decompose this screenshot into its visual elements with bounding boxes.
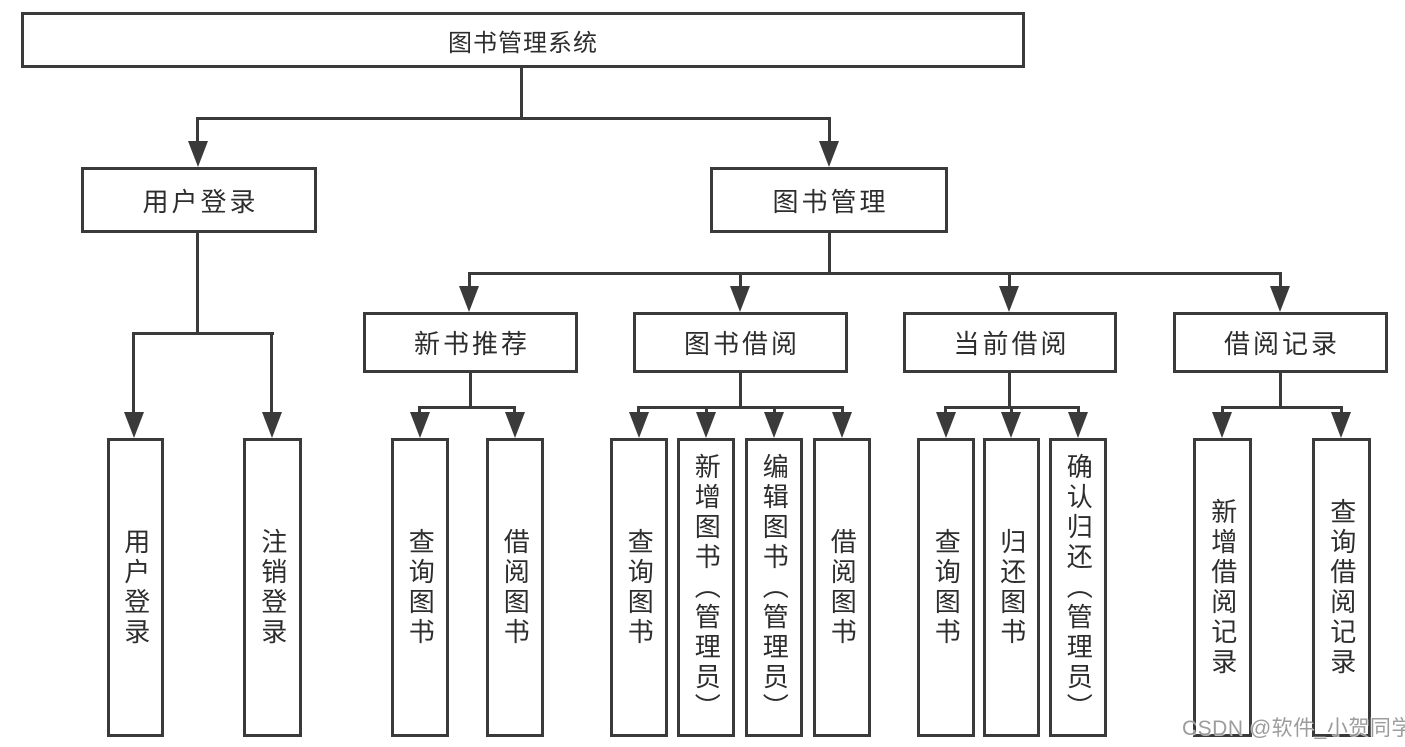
connector-bookborrow-stem	[739, 373, 742, 409]
connector-user-login-drop	[196, 117, 199, 144]
arrowhead-borrow-books-2	[832, 412, 852, 438]
connector-drop	[1077, 406, 1080, 416]
connector-drop	[637, 406, 640, 416]
arrowhead-borrowrecords	[1270, 286, 1290, 312]
arrowhead-currentborrow	[999, 286, 1019, 312]
leaf-query-books-2-label: 查询图书	[624, 527, 655, 648]
connector-drop	[944, 406, 947, 416]
connector-root-stem	[520, 68, 523, 119]
node-borrowing-records-label: 借阅记录	[1223, 329, 1340, 359]
leaf-query-books-3: 查询图书	[917, 438, 975, 737]
leaf-borrow-books-2: 借阅图书	[813, 438, 871, 737]
connector-user-login-stem	[196, 233, 199, 334]
leaf-query-books-2: 查询图书	[610, 438, 668, 737]
arrowhead-bookborrow	[730, 286, 750, 312]
leaf-edit-book-admin: 编辑图书（管理员）	[745, 438, 803, 737]
leaf-logout: 注销登录	[243, 438, 302, 737]
connector-leaf-logout-drop	[270, 332, 273, 414]
arrowhead-user-login	[188, 141, 208, 167]
leaf-add-borrow-record-label: 新增借阅记录	[1207, 497, 1238, 678]
arrowhead-leaf-login	[124, 412, 144, 438]
leaf-query-books-3-label: 查询图书	[931, 527, 962, 648]
leaf-confirm-return-admin: 确认归还（管理员）	[1049, 438, 1107, 737]
leaf-query-borrow-record: 查询借阅记录	[1312, 438, 1371, 737]
arrowhead-confirm-return	[1068, 412, 1088, 438]
leaf-add-book-admin-label: 新增图书（管理员）	[691, 452, 722, 723]
leaf-query-borrow-record-label: 查询借阅记录	[1326, 497, 1357, 678]
arrowhead-book-mgmt	[819, 141, 839, 167]
connector-drop	[513, 406, 516, 416]
arrowhead-edit-book	[764, 412, 784, 438]
arrowhead-add-borrow-record	[1212, 412, 1232, 438]
node-user-login-label: 用户登录	[142, 186, 259, 217]
leaf-logout-label: 注销登录	[257, 527, 288, 648]
node-new-book-recommendation: 新书推荐	[363, 312, 578, 373]
node-current-borrowing-label: 当前借阅	[953, 329, 1070, 359]
leaf-query-books-1-label: 查询图书	[405, 527, 436, 648]
leaf-user-login: 用户登录	[107, 438, 164, 737]
leaf-edit-book-admin-label: 编辑图书（管理员）	[759, 452, 790, 723]
leaf-borrow-books-2-label: 借阅图书	[827, 527, 858, 648]
arrowhead-borrow-books-1	[505, 412, 525, 438]
arrowhead-return-book	[1001, 412, 1021, 438]
connector-book-mgmt-stem	[828, 233, 831, 274]
arrowhead-query-borrow-record	[1331, 412, 1351, 438]
connector-newbook-drop	[468, 272, 471, 290]
node-root: 图书管理系统	[21, 12, 1025, 68]
leaf-query-books-1: 查询图书	[391, 438, 449, 737]
connector-borrowrecords-split	[1221, 406, 1343, 409]
connector-book-mgmt-drop	[828, 117, 831, 144]
connector-user-login-split	[132, 332, 274, 335]
leaf-add-book-admin: 新增图书（管理员）	[677, 438, 735, 737]
connector-drop	[1340, 406, 1343, 416]
node-book-borrowing-label: 图书借阅	[683, 329, 800, 359]
connector-drop	[841, 406, 844, 416]
leaf-add-borrow-record: 新增借阅记录	[1193, 438, 1252, 737]
connector-newbook-split	[418, 406, 516, 409]
connector-book-mgmt-split	[468, 272, 1282, 275]
node-book-management-label: 图书管理	[772, 186, 889, 217]
connector-currentborrow-drop	[1008, 272, 1011, 290]
leaf-return-book-label: 归还图书	[996, 527, 1027, 648]
node-new-book-recommendation-label: 新书推荐	[413, 329, 530, 359]
connector-drop	[705, 406, 708, 416]
connector-currentborrow-stem	[1008, 373, 1011, 409]
arrowhead-query-books-2	[629, 412, 649, 438]
connector-root-split	[196, 117, 831, 120]
connector-drop	[773, 406, 776, 416]
connector-borrowrecords-stem	[1279, 373, 1282, 409]
connector-drop	[418, 406, 421, 416]
leaf-borrow-books-1-label: 借阅图书	[500, 527, 531, 648]
arrowhead-newbook	[459, 286, 479, 312]
arrowhead-query-books-1	[410, 412, 430, 438]
connector-bookborrow-drop	[739, 272, 742, 290]
leaf-user-login-label: 用户登录	[120, 527, 151, 648]
arrowhead-add-book	[696, 412, 716, 438]
arrowhead-leaf-logout	[262, 412, 282, 438]
node-current-borrowing: 当前借阅	[903, 312, 1117, 373]
node-user-login: 用户登录	[81, 167, 317, 233]
arrowhead-query-books-3	[936, 412, 956, 438]
node-book-borrowing: 图书借阅	[633, 312, 848, 373]
leaf-return-book: 归还图书	[983, 438, 1040, 737]
connector-bookborrow-split	[637, 406, 844, 409]
leaf-borrow-books-1: 借阅图书	[486, 438, 544, 737]
connector-drop	[1221, 406, 1224, 416]
connector-borrowrecords-drop	[1279, 272, 1282, 290]
connector-newbook-stem	[469, 373, 472, 409]
connector-leaf-login-drop	[132, 332, 135, 414]
csdn-watermark: CSDN @软件_小贺同学	[1182, 717, 1405, 740]
node-root-label: 图书管理系统	[448, 29, 598, 57]
node-book-management: 图书管理	[710, 167, 948, 233]
leaf-confirm-return-admin-label: 确认归还（管理员）	[1063, 452, 1094, 723]
connector-drop	[1010, 406, 1013, 416]
node-borrowing-records: 借阅记录	[1173, 312, 1388, 373]
